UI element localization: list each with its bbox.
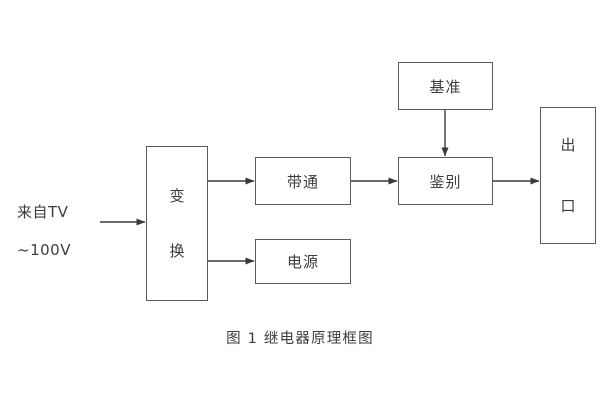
block-chukou-char2: 口 (560, 196, 576, 215)
block-bianhuan-conversion[interactable]: 变 换 (146, 146, 208, 301)
block-bianhuan-char2: 换 (169, 241, 185, 260)
block-daitong-label: 带通 (286, 172, 319, 191)
figure-caption: 图 1 继电器原理框图 (226, 331, 374, 347)
block-jianbie-discriminator[interactable]: 鉴别 (398, 157, 493, 205)
block-jizhun-reference[interactable]: 基准 (398, 62, 493, 110)
input-voltage-label-line2: ~100V (17, 241, 71, 259)
block-daitong-bandpass[interactable]: 带通 (255, 157, 351, 205)
block-chukou-char1: 出 (560, 135, 576, 154)
block-jianbie-label: 鉴别 (429, 172, 462, 191)
block-jizhun-label: 基准 (429, 77, 462, 96)
block-dianyuan-label: 电源 (286, 253, 319, 271)
block-dianyuan-power-supply[interactable]: 电源 (255, 239, 351, 284)
block-bianhuan-char1: 变 (169, 186, 185, 205)
input-source-label-line1: 来自TV (17, 203, 69, 221)
block-chukou-output[interactable]: 出 口 (540, 107, 596, 244)
